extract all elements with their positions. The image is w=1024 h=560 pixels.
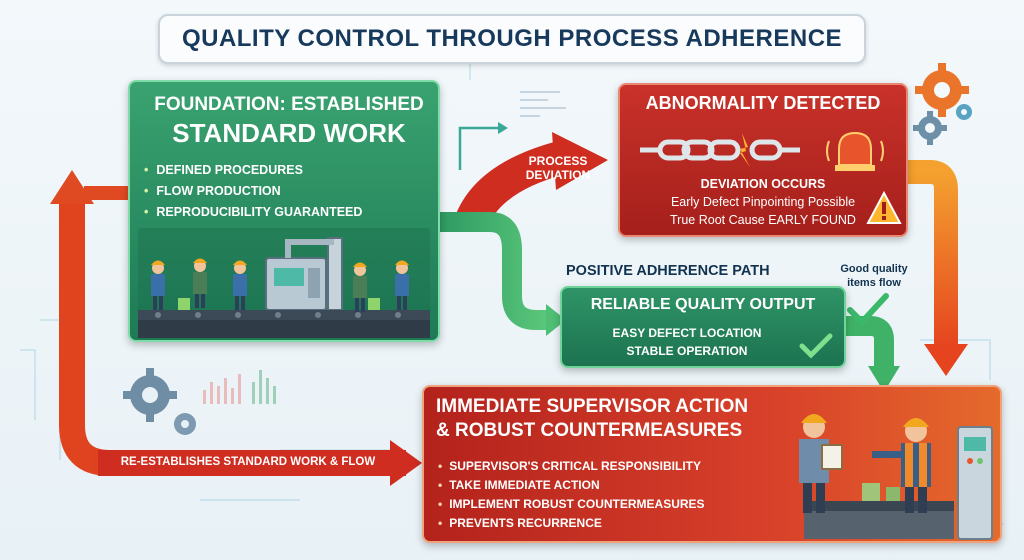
supervisor-title: IMMEDIATE SUPERVISOR ACTION & ROBUST COU… [436, 395, 748, 443]
chain-icon [640, 131, 884, 171]
foundation-item: REPRODUCIBILITY GUARANTEED [144, 202, 434, 223]
foundation-panel: FOUNDATION: ESTABLISHED STANDARD WORK DE… [128, 80, 440, 342]
supervisor-list: SUPERVISOR'S CRITICAL RESPONSIBILITY TAK… [438, 457, 705, 533]
deviation-line2: DEVIATION [525, 168, 591, 182]
supervisor-item: PREVENTS RECURRENCE [438, 514, 705, 533]
quality-output-panel: RELIABLE QUALITY OUTPUT EASY DEFECT LOCA… [560, 286, 846, 368]
clipboard-icon [821, 444, 843, 470]
foundation-item: DEFINED PROCEDURES [144, 160, 434, 181]
supervisor-item: SUPERVISOR'S CRITICAL RESPONSIBILITY [438, 457, 705, 476]
worker-icon [872, 418, 931, 513]
foundation-title-line1: FOUNDATION: ESTABLISHED [154, 94, 424, 115]
abnormality-line3: True Root Cause EARLY FOUND [670, 213, 856, 227]
alarm-bell-icon [826, 131, 884, 171]
good-flow-line2: items flow [847, 277, 901, 289]
gear-icon [915, 63, 969, 117]
supervisor-panel: IMMEDIATE SUPERVISOR ACTION & ROBUST COU… [422, 385, 1002, 543]
conveyor-icon [804, 483, 954, 539]
good-flow-line1: Good quality [840, 263, 908, 275]
page-title-box: QUALITY CONTROL THROUGH PROCESS ADHERENC… [158, 14, 866, 64]
foundation-title-line2: STANDARD WORK [172, 118, 406, 148]
abnormality-line1: DEVIATION OCCURS [700, 177, 826, 191]
abnormality-title: ABNORMALITY DETECTED [645, 93, 881, 113]
foundation-list: DEFINED PROCEDURES FLOW PRODUCTION REPRO… [144, 160, 434, 223]
positive-path-label: POSITIVE ADHERENCE PATH [566, 263, 770, 279]
page-title: QUALITY CONTROL THROUGH PROCESS ADHERENC… [181, 25, 843, 52]
foundation-item: FLOW PRODUCTION [144, 181, 434, 202]
checkmark-icon [799, 333, 833, 359]
quality-output-line2: STABLE OPERATION [626, 344, 748, 358]
supervisor-illustration [799, 414, 993, 540]
factory-illustration [138, 228, 430, 338]
quality-output-title: RELIABLE QUALITY OUTPUT [590, 296, 816, 313]
checkmark-icon [847, 293, 889, 327]
positive-path-arrow [440, 212, 552, 330]
good-flow-label: Good quality items flow [828, 262, 920, 290]
worker-icon [799, 414, 843, 513]
worker-icon [151, 258, 409, 312]
supervisor-title-line1: IMMEDIATE SUPERVISOR ACTION [436, 396, 749, 417]
supervisor-item: TAKE IMMEDIATE ACTION [438, 476, 705, 495]
deviation-line1: PROCESS [528, 154, 588, 168]
bar-sparkline [203, 374, 241, 404]
supervisor-item: IMPLEMENT ROBUST COUNTERMEASURES [438, 495, 704, 514]
abnormality-line2: Early Defect Pinpointing Possible [670, 195, 856, 209]
doc-lines [520, 91, 566, 117]
supervisor-title-line2: & ROBUST COUNTERMEASURES [436, 420, 743, 441]
abnormality-panel: ABNORMALITY DETECTED DEVIATION OCCURS Ea… [618, 83, 908, 237]
warning-icon [866, 191, 902, 224]
quality-output-line1: EASY DEFECT LOCATION [612, 326, 762, 340]
process-deviation-label: PROCESS DEVIATION [508, 154, 608, 182]
return-arrow-label: RE-ESTABLISHES STANDARD WORK & FLOW [120, 456, 376, 468]
